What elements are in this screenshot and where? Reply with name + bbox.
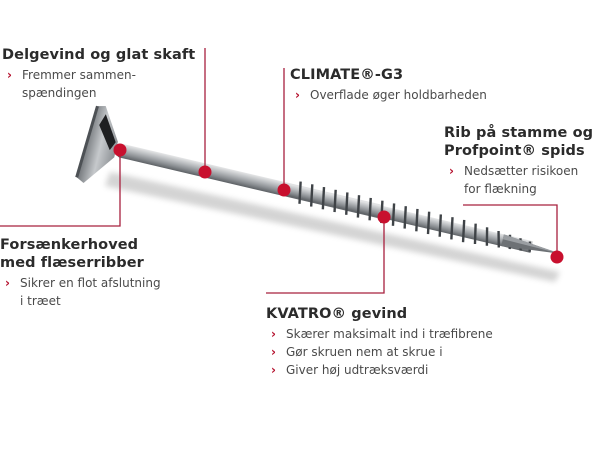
callout-climate: CLIMATE®-G3 › Overflade øger holdbarhede… (290, 66, 487, 104)
callout-kvatro: KVATRO® gevind › Skærer maksimalt ind i … (266, 305, 493, 379)
connector-kvatro (266, 217, 385, 294)
callout-rib-profpoint: Rib på stamme og Profpoint® spids › Neds… (444, 124, 593, 198)
bullet-item: › Skærer maksimalt ind i træfibrene (271, 327, 493, 341)
chevron-right-icon: › (295, 88, 300, 102)
bullet-item: › Overflade øger holdbarheden (295, 88, 487, 102)
chevron-right-icon: › (449, 164, 454, 178)
marker-shaft (198, 165, 212, 179)
connector-forsaenker (0, 150, 121, 227)
bullet-item: › Sikrer en flot afslutning i træet (5, 276, 161, 308)
callout-title-line2: med flæserribber (0, 255, 144, 271)
bullet-item: › Nedsætter risikoen for flækning (449, 164, 579, 196)
red-dot-markers (113, 143, 564, 264)
callout-title: Forsænkerhoved (0, 237, 139, 253)
callout-title: KVATRO® gevind (266, 306, 408, 322)
bullet-list: › Sikrer en flot afslutning i træet (0, 274, 161, 310)
connector-rib (463, 204, 558, 257)
bullet-list: › Nedsætter risikoen for flækning (444, 162, 593, 198)
callout-title: Rib på stamme og (444, 125, 594, 141)
callout-title: CLIMATE®-G3 (290, 67, 404, 83)
chevron-right-icon: › (271, 345, 276, 359)
callout-delgevind: Delgevind og glat skaft › Fremmer sammen… (2, 46, 195, 102)
marker-coating (277, 183, 291, 197)
bullet-list: › Overflade øger holdbarheden (290, 86, 487, 104)
marker-tip (550, 250, 564, 264)
chevron-right-icon: › (5, 276, 10, 290)
connector-lines (0, 48, 558, 294)
screw-shadow (105, 172, 560, 282)
bullet-list: › Fremmer sammen- spændingen (2, 66, 195, 102)
marker-head (113, 143, 127, 157)
chevron-right-icon: › (271, 327, 276, 341)
callout-title: Delgevind og glat skaft (2, 47, 196, 63)
chevron-right-icon: › (7, 68, 12, 82)
bullet-item: › Giver høj udtræksværdi (271, 363, 429, 377)
marker-thread (377, 210, 391, 224)
bullet-item: › Gør skruen nem at skrue i (271, 345, 443, 359)
callout-title-line2: Profpoint® spids (444, 143, 585, 159)
bullet-list: › Skærer maksimalt ind i træfibrene › Gø… (266, 325, 493, 379)
screw-body (75, 105, 561, 254)
chevron-right-icon: › (271, 363, 276, 377)
bullet-item: › Fremmer sammen- spændingen (7, 68, 136, 100)
callout-forsaenkerhoved: Forsænkerhoved med flæserribber › Sikrer… (0, 236, 161, 310)
